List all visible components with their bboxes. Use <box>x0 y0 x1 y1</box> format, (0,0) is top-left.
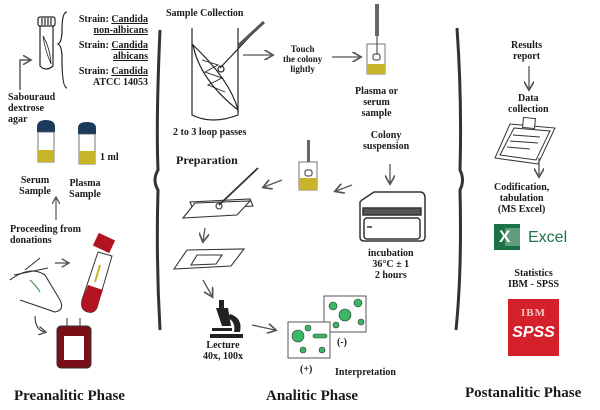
preparation-title: Preparation <box>176 153 238 167</box>
arm-donation-icon <box>9 257 68 332</box>
blood-bag-icon <box>56 318 92 369</box>
strain-brace <box>56 11 68 89</box>
blood-tube-icon <box>81 232 116 313</box>
spss-text: SPSS <box>512 324 555 341</box>
excel-letter: X <box>499 227 511 246</box>
microscope-icon <box>210 300 243 338</box>
analitic-phase-title: Analitic Phase <box>266 388 359 404</box>
codification-label: Codification,tabulation(MS Excel) <box>494 182 550 215</box>
clipboard-icon <box>494 116 556 165</box>
negative-label: (-) <box>337 337 347 348</box>
suspension-tube-icon <box>366 4 386 75</box>
spss-logo-icon <box>508 299 559 356</box>
positive-label: (+) <box>300 364 313 375</box>
positive-result-panel <box>287 321 331 359</box>
interpretation-arrow <box>251 325 275 330</box>
incubator-icon <box>359 191 426 242</box>
loop-passes-label: 2 to 3 loop passes <box>173 127 247 138</box>
excel-label: Excel <box>528 229 568 246</box>
prep-tube-icon <box>298 140 318 191</box>
sample-collection-title: Sample Collection <box>166 8 244 19</box>
interpretation-label: Interpretation <box>335 367 396 378</box>
medium-arrow <box>19 60 30 90</box>
slide-smear-icon <box>181 167 259 219</box>
analitic-brace <box>454 27 464 331</box>
postanalitic-phase-title: Postanalitic Phase <box>465 385 582 401</box>
serum-tube-icon <box>37 120 55 163</box>
negative-result-panel <box>323 295 367 333</box>
volume-label: 1 ml <box>100 152 119 163</box>
preanalitic-phase-title: Preanalitic Phase <box>14 388 125 404</box>
excel-logo-icon <box>494 224 520 250</box>
culture-tube-icon <box>191 20 266 121</box>
spss-ibm-text: IBM <box>521 307 546 319</box>
coverslip-slide-icon <box>172 248 246 270</box>
microscope-arrow <box>202 279 212 296</box>
plasma-tube-icon <box>78 122 96 165</box>
slide-arrow <box>203 227 205 241</box>
prep-arrow <box>264 180 283 187</box>
incubator-return-arrow <box>336 185 353 191</box>
strain-tube-icon <box>37 16 56 70</box>
preanalitic-brace <box>153 29 162 331</box>
